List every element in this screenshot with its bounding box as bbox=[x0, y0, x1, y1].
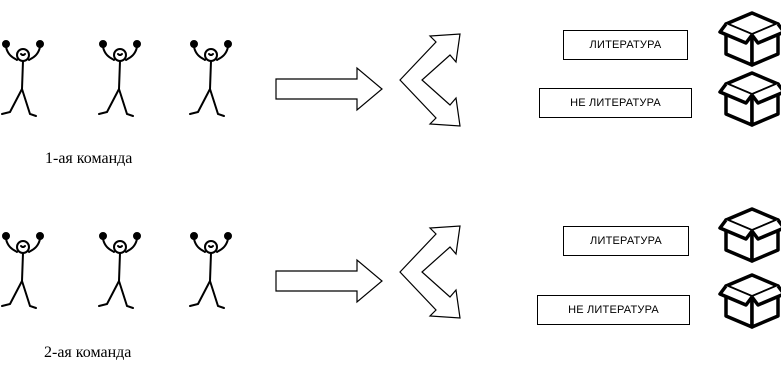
box-icon bbox=[718, 11, 781, 67]
team-1-row: ЛИТЕРАТУРА НЕ ЛИТЕРАТУРА 1-ая команда bbox=[0, 0, 781, 180]
non-literature-box: НЕ ЛИТЕРАТУРА bbox=[539, 88, 692, 118]
right-arrow-icon bbox=[275, 66, 383, 112]
box-icon bbox=[718, 207, 781, 263]
split-arrow-icon bbox=[399, 225, 461, 319]
team-2-row: ЛИТЕРАТУРА НЕ ЛИТЕРАТУРА 2-ая команда bbox=[0, 192, 781, 372]
right-arrow-icon bbox=[275, 258, 383, 304]
team-1-label: 1-ая команда bbox=[45, 150, 133, 167]
literature-box: ЛИТЕРАТУРА bbox=[563, 226, 689, 256]
stick-figure-icon bbox=[189, 40, 232, 117]
literature-box: ЛИТЕРАТУРА bbox=[563, 30, 688, 60]
stick-figure-icon bbox=[98, 232, 141, 309]
stick-figure-icon bbox=[189, 232, 232, 309]
split-arrow-icon bbox=[399, 33, 461, 127]
box-icon bbox=[718, 71, 781, 127]
stick-figure-icon bbox=[1, 232, 44, 309]
non-literature-box: НЕ ЛИТЕРАТУРА bbox=[537, 295, 690, 325]
stick-figure-icon bbox=[1, 40, 44, 117]
stick-figure-icon bbox=[98, 40, 141, 117]
team-2-label: 2-ая команда bbox=[44, 344, 132, 361]
box-icon bbox=[718, 273, 781, 329]
